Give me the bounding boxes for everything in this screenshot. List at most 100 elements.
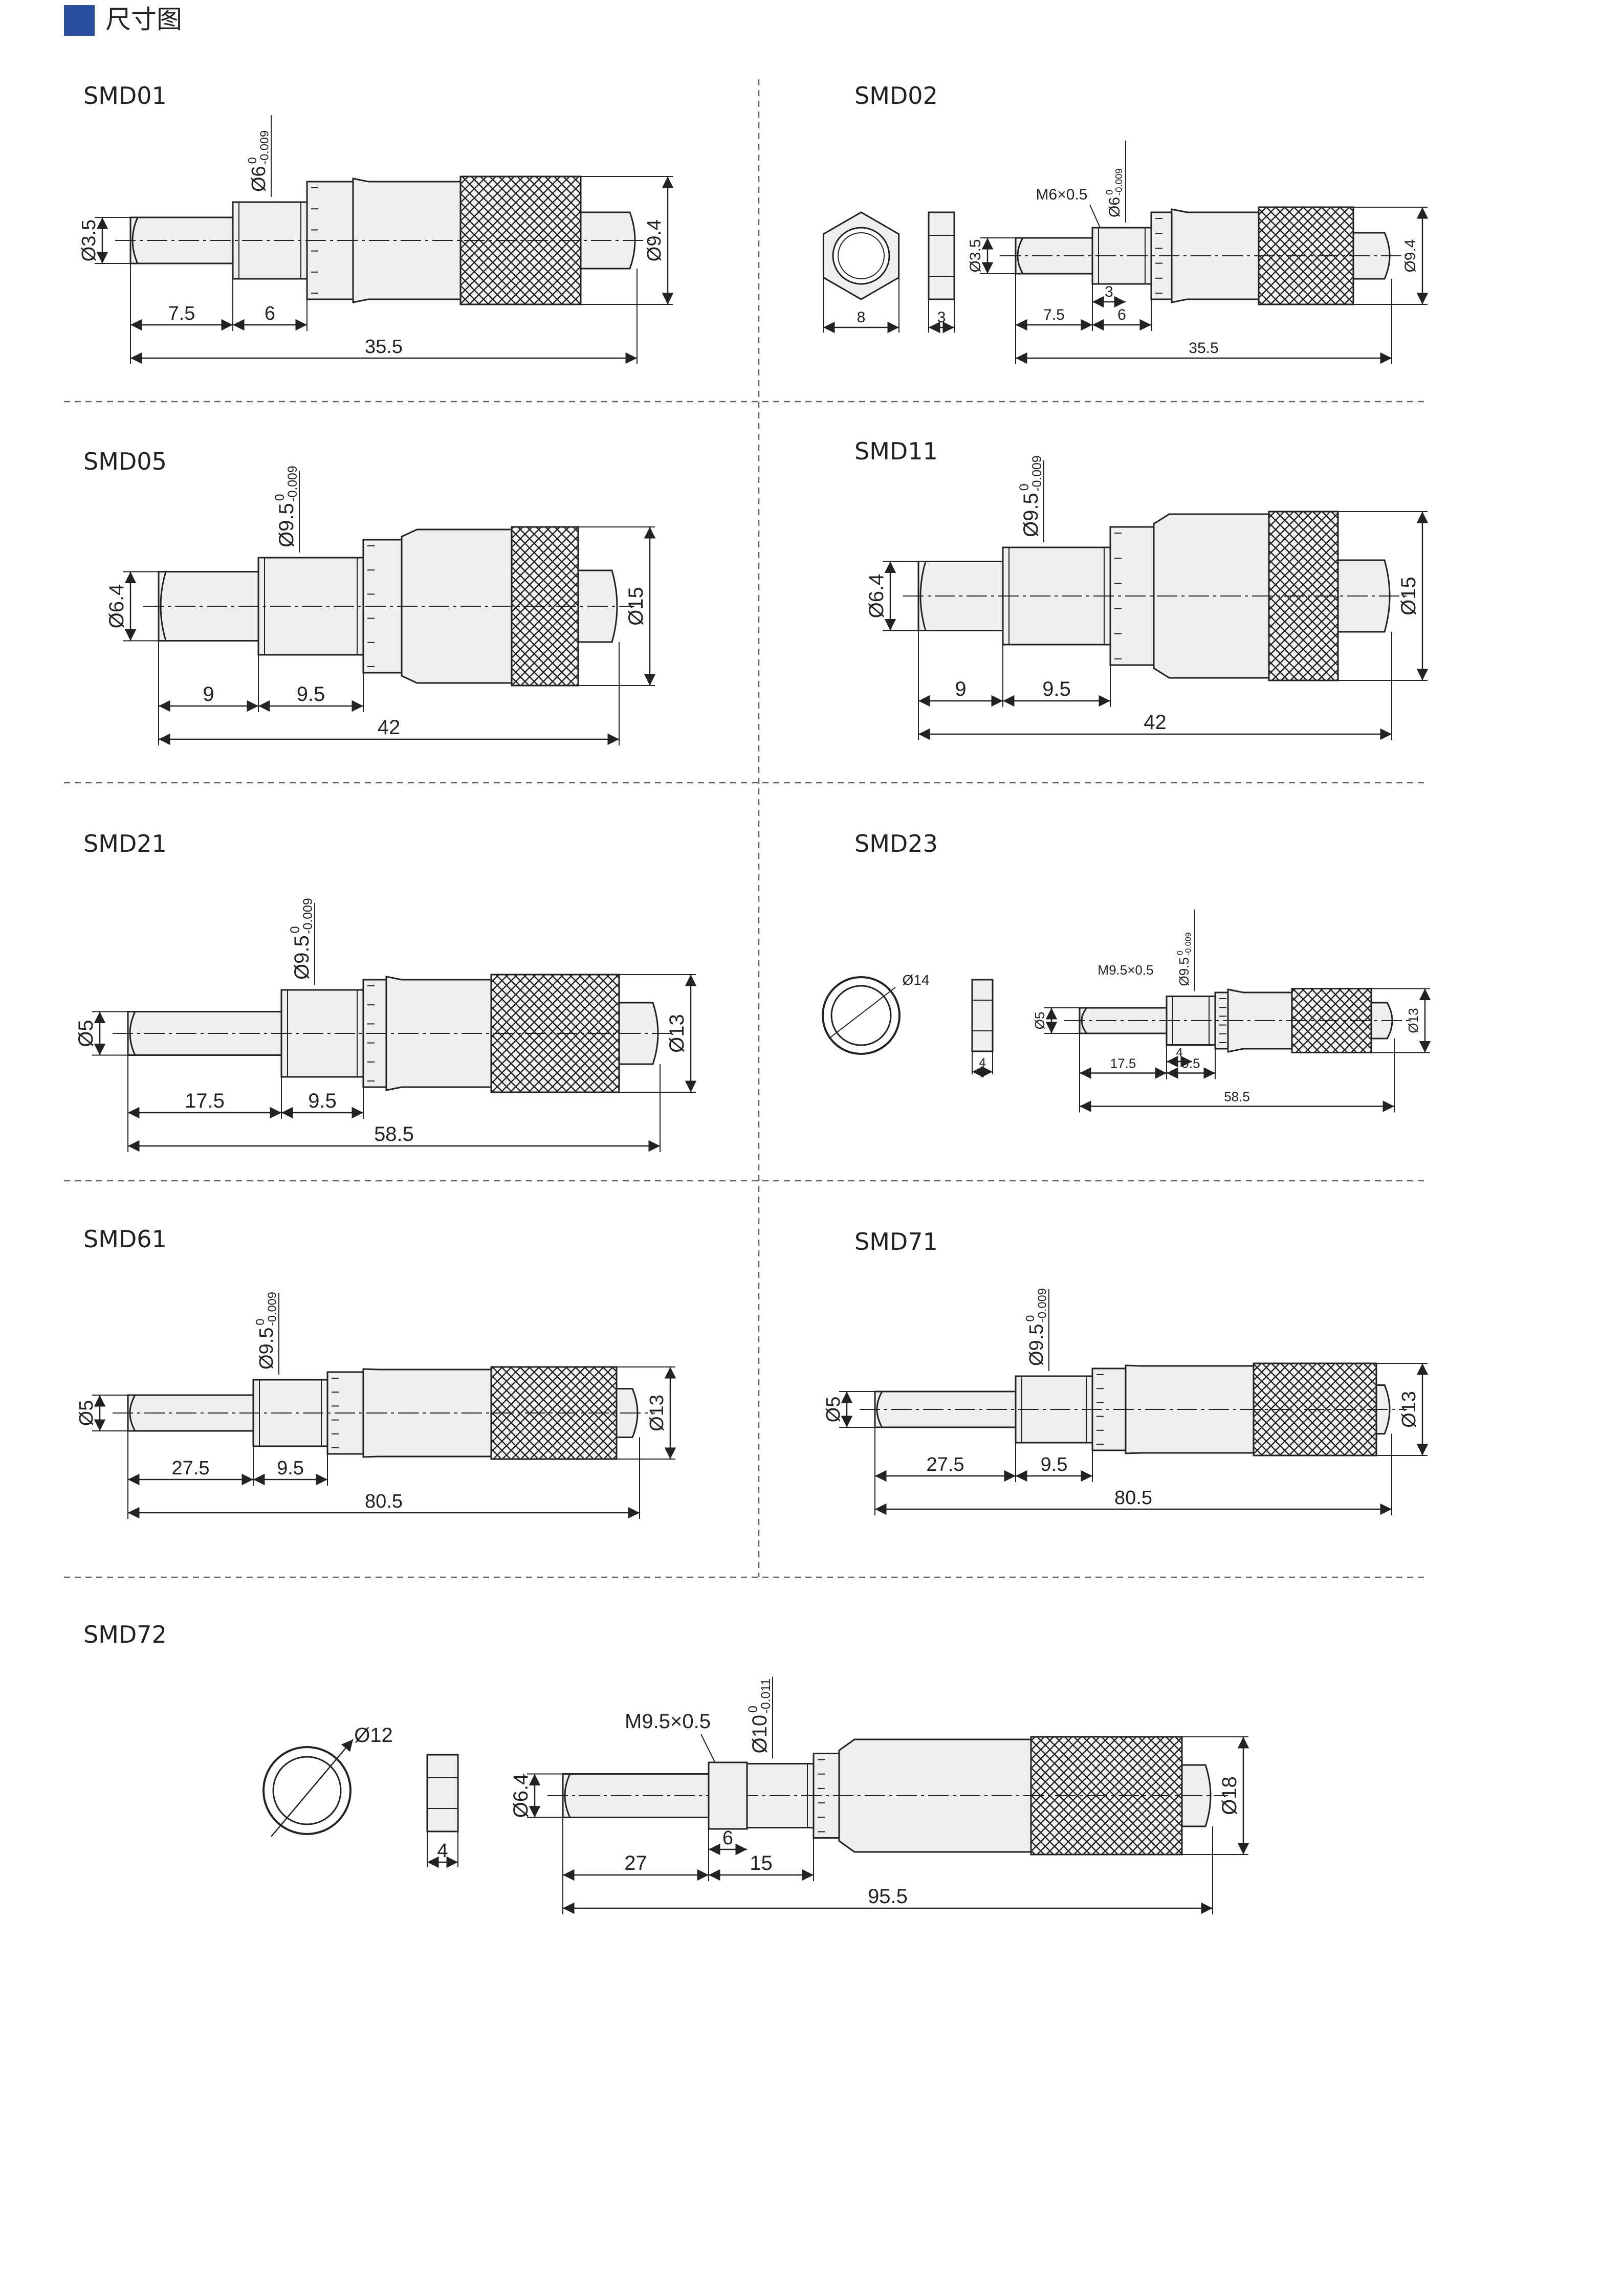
total-length-dim-label: 80.5 (365, 1491, 403, 1512)
shaft-length-dim-label: 27 (624, 1852, 647, 1874)
snap-ring-inner (830, 985, 892, 1046)
head-smd72: Ø6.4 Ø18 Ø100-0.011 27 15 95.5 (510, 1676, 1249, 1914)
head-diameter-dim-label: Ø13 (646, 1395, 668, 1431)
panel-title-smd21: SMD21 (83, 830, 167, 857)
thread-sleeve (1002, 546, 1111, 646)
nut-thickness-dim-label: 4 (437, 1840, 448, 1862)
shaft-diameter-dim-label: Ø5 (76, 1400, 97, 1426)
snap-ring (822, 976, 901, 1055)
hex-nut-side (928, 211, 955, 300)
shaft-diameter-dim-label: Ø5 (75, 1020, 97, 1047)
nut-width-dim-label: 8 (857, 309, 866, 326)
panel-title-smd23: SMD23 (854, 830, 938, 857)
shaft-length-dim-label: 17.5 (1110, 1056, 1136, 1071)
head-diameter-dim-label: Ø9.4 (1402, 239, 1419, 272)
total-length-dim-label: 42 (378, 716, 401, 739)
hex-nut-bore (832, 227, 890, 285)
spindle (1079, 1007, 1168, 1034)
shaft-diameter-dim-label: Ø5 (1032, 1012, 1047, 1030)
page-title: 尺寸图 (105, 5, 182, 34)
panel-title-smd01: SMD01 (83, 82, 167, 109)
accessories-smd23: Ø14 4 M9.5×0.5 4 (822, 962, 1192, 1078)
shaft-length-dim-label: 17.5 (185, 1090, 225, 1112)
panel-title-smd72: SMD72 (83, 1621, 167, 1648)
ring-diameter-label: Ø12 (354, 1724, 393, 1747)
shaft-length-dim-label: 27.5 (927, 1454, 964, 1475)
nut-thread-length-dim-label: 4 (1176, 1046, 1182, 1059)
head-diameter-dim-label: Ø13 (666, 1014, 688, 1053)
nut-thread-length-dim-label: 3 (1105, 283, 1113, 300)
shaft-diameter-dim-label: Ø3.5 (967, 239, 984, 272)
thread-diameter-label: Ø60-0.009 (1104, 168, 1125, 217)
panel-title-smd05: SMD05 (83, 448, 167, 475)
shaft-diameter-dim-label: Ø5 (823, 1397, 844, 1423)
head-smd61: Ø5 Ø13 Ø9.50-0.009 27.5 9.5 80.5 (76, 1292, 676, 1519)
total-length-dim-label: 95.5 (868, 1885, 908, 1908)
head-smd21: Ø5 Ø13 Ø9.50-0.009 17.5 9.5 58.5 (75, 898, 697, 1152)
nut-side (971, 979, 994, 1052)
shaft-diameter-dim-label: Ø6.4 (865, 574, 888, 619)
nut-thread-length-dim-label: 6 (722, 1827, 733, 1849)
thread-diameter-label: Ø9.50-0.009 (253, 1292, 279, 1370)
thread-spec-label: M9.5×0.5 (625, 1710, 711, 1733)
micrometer-heads: Ø3.5 Ø9.4 Ø60-0.009 7.5 6 35.5 Ø3.5 Ø9.4 Ø60-0.0… (75, 115, 1431, 1914)
shaft-length-dim-label: 7.5 (168, 303, 195, 324)
head-diameter-dim-label: Ø15 (1397, 577, 1420, 615)
head-diameter-dim-label: Ø18 (1218, 1776, 1241, 1815)
panel-title-smd61: SMD61 (83, 1225, 167, 1253)
total-length-dim-label: 35.5 (365, 336, 403, 358)
shaft-length-dim-label: 7.5 (1043, 306, 1065, 323)
panel-dividers (64, 79, 1428, 1578)
total-length-dim-label: 42 (1144, 711, 1167, 734)
head-diameter-dim-label: Ø13 (1406, 1008, 1421, 1033)
thread-length-dim-label: 9.5 (1181, 1056, 1200, 1071)
head-smd01: Ø3.5 Ø9.4 Ø60-0.009 7.5 6 35.5 (78, 115, 674, 364)
panel-title-smd71: SMD71 (854, 1228, 938, 1255)
shaft-length-dim-label: 9 (955, 678, 966, 700)
panel-title-smd02: SMD02 (854, 82, 938, 109)
shaft-length-dim-label: 27.5 (172, 1458, 210, 1479)
thread-diameter-label: Ø9.50-0.009 (273, 466, 300, 547)
snap-ring-inner (272, 1756, 342, 1825)
thread-nut (708, 1761, 748, 1830)
thread-diameter-label: Ø9.50-0.009 (1175, 932, 1193, 986)
head-diameter-dim-label: Ø9.4 (644, 219, 665, 261)
thread-length-dim-label: 9.5 (1041, 1454, 1068, 1475)
shaft-diameter-dim-label: Ø6.4 (510, 1774, 532, 1818)
head-smd11: Ø6.4 Ø15 Ø9.50-0.009 9 9.5 42 (865, 455, 1429, 740)
total-length-dim-label: 35.5 (1189, 340, 1218, 357)
thread-diameter-label: Ø9.50-0.009 (289, 898, 315, 980)
shaft-diameter-dim-label: Ø3.5 (78, 219, 100, 261)
nut-thickness-dim-label: 3 (937, 309, 946, 326)
thread-diameter-label: Ø9.50-0.009 (1018, 455, 1044, 537)
thread-length-dim-label: 6 (1117, 306, 1126, 323)
snap-ring (262, 1746, 352, 1835)
thread-length-dim-label: 15 (750, 1852, 773, 1874)
nut-thickness-dim-label: 4 (979, 1056, 985, 1070)
head-smd02: Ø3.5 Ø9.4 Ø60-0.009 7.5 6 35.5 (967, 141, 1429, 364)
thread-length-dim-label: 9.5 (277, 1458, 304, 1479)
header-accent-square (64, 5, 95, 36)
thread-length-dim-label: 9.5 (1042, 678, 1071, 700)
panel-title-smd11: SMD11 (854, 437, 938, 465)
hex-nut-thread (838, 232, 885, 279)
shaft-length-dim-label: 9 (203, 683, 214, 705)
thread-diameter-label: Ø9.50-0.009 (1023, 1288, 1049, 1366)
ring-diameter-label: Ø14 (903, 972, 930, 988)
thread-length-dim-label: 6 (265, 303, 275, 324)
thread-spec-label: M6×0.5 (1036, 186, 1088, 203)
total-length-dim-label: 80.5 (1114, 1487, 1152, 1509)
thread-diameter-label: Ø60-0.009 (246, 130, 271, 192)
thread-length-dim-label: 9.5 (297, 683, 325, 705)
thread-length-dim-label: 9.5 (308, 1090, 337, 1112)
nut-side (426, 1754, 459, 1833)
ratchet-cap (1352, 232, 1391, 280)
total-length-dim-label: 58.5 (374, 1123, 414, 1145)
thread-spec-label: M9.5×0.5 (1098, 962, 1153, 978)
thread-diameter-label: Ø100-0.011 (747, 1679, 773, 1754)
accessories-smd02: 8 3 M6×0.5 3 (822, 186, 1126, 334)
